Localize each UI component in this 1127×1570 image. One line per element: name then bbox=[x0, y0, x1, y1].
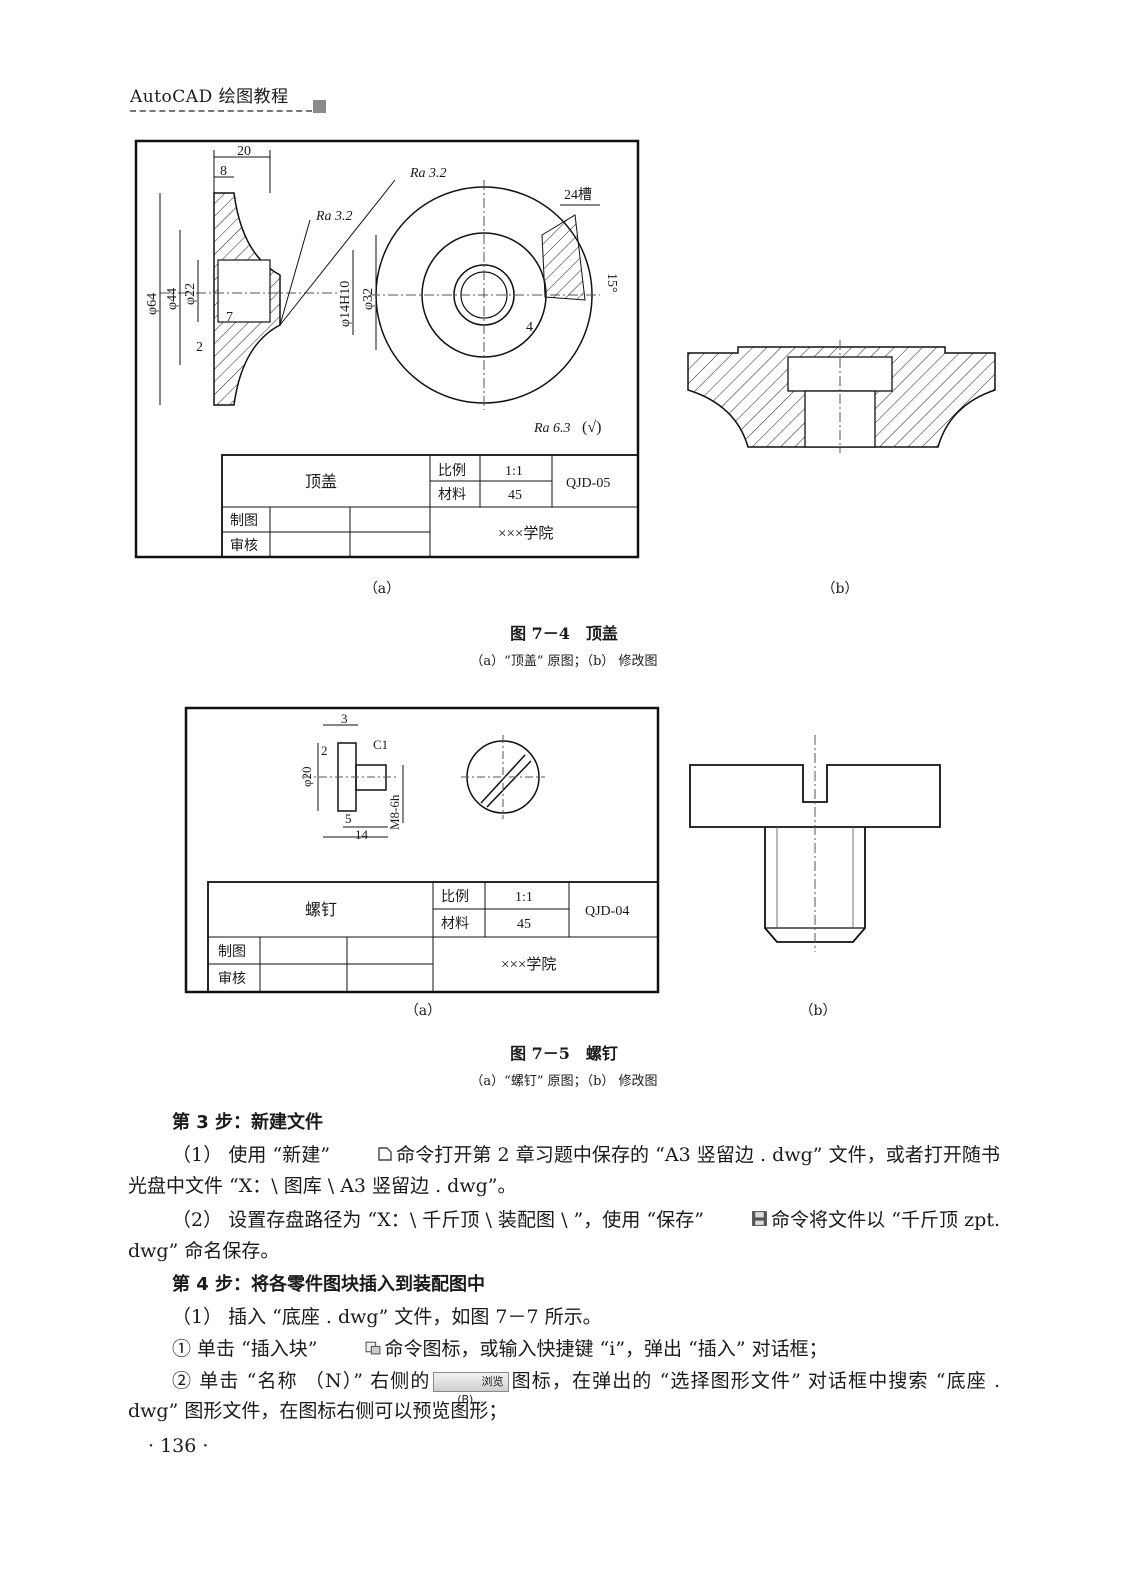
tb-checked: 审核 bbox=[230, 538, 258, 554]
dim-2: 2 bbox=[196, 340, 203, 355]
figure-7-5b-drawing bbox=[689, 735, 941, 952]
paragraph-4: ① 单击 “插入块” 命令图标，或输入快捷键 “i”，弹出 “插入” 对话框； bbox=[128, 1334, 1000, 1365]
fig74-label-b: （b） bbox=[821, 581, 859, 597]
p2-text-a: （2） 设置存盘路径为 “X：\ 千斤顶 \ 装配图 \ ”，使用 “保存” bbox=[172, 1209, 704, 1231]
figure-7-4a-drawing: 20 8 Ra 3.2 Ra 3.2 φ64 φ44 φ22 7 2 φ14H1… bbox=[134, 139, 640, 559]
tb-school: ×××学院 bbox=[498, 524, 553, 542]
dim-d22: φ22 bbox=[183, 283, 198, 305]
fig74-caption: 图 7－4 顶盖 bbox=[510, 624, 618, 643]
tb-material-label-2: 材料 bbox=[441, 916, 469, 932]
chamfer-c1: C1 bbox=[373, 737, 388, 752]
tb-checked-2: 审核 bbox=[218, 971, 246, 987]
tb-code: QJD-05 bbox=[566, 476, 610, 491]
tb-drawn-2: 制图 bbox=[218, 944, 246, 960]
fig75-label-a: （a） bbox=[404, 1003, 442, 1019]
paragraph-3: （1） 插入 “底座 . dwg” 文件，如图 7－7 所示。 bbox=[172, 1306, 602, 1328]
p5-text-a: ② 单击 “名称 （N）” 右侧的 bbox=[172, 1370, 431, 1392]
new-file-icon bbox=[333, 1141, 393, 1171]
tb-scale: 1:1 bbox=[505, 464, 523, 479]
fig75-subcaption: （a）“螺钉” 原图；（b） 修改图 bbox=[470, 1074, 658, 1089]
tb-code-2: QJD-04 bbox=[585, 904, 629, 919]
dim-20: 20 bbox=[237, 144, 251, 159]
ra-32-lower: Ra 3.2 bbox=[315, 209, 353, 224]
dim-d44: φ44 bbox=[165, 288, 180, 310]
step4-heading: 第 4 步：将各零件图块插入到装配图中 bbox=[172, 1274, 486, 1295]
p4-text-a: ① 单击 “插入块” bbox=[172, 1338, 318, 1360]
save-icon bbox=[707, 1206, 768, 1236]
thread-m8: M8-6h bbox=[387, 794, 402, 830]
tb-part-name-2: 螺钉 bbox=[305, 901, 337, 919]
paragraph-5: ② 单击 “名称 （N）” 右侧的浏览(B)...图标，在弹出的 “选择图形文件… bbox=[128, 1366, 1000, 1426]
ra-paren: (√) bbox=[582, 419, 601, 436]
dim-3: 3 bbox=[341, 711, 348, 726]
insert-block-icon bbox=[321, 1335, 382, 1365]
header-marker-square bbox=[313, 100, 326, 113]
ra-32-upper: Ra 3.2 bbox=[409, 166, 447, 181]
dim-8: 8 bbox=[220, 164, 227, 179]
p4-text-b: 命令图标，或输入快捷键 “i”，弹出 “插入” 对话框； bbox=[384, 1338, 828, 1360]
page-number: · 136 · bbox=[148, 1435, 209, 1457]
dim-4: 4 bbox=[526, 320, 533, 335]
running-header: AutoCAD 绘图教程 bbox=[130, 87, 289, 107]
p5-text-b: 图标，在弹出的 “选择图形文件” 对话框中搜索 “底座 . dwg” 图形文件，… bbox=[128, 1370, 1000, 1422]
tb-material: 45 bbox=[508, 488, 522, 503]
figure-7-5a-drawing: 3 2 C1 φ20 5 14 M8-6h 螺钉 比例 1:1 材料 45 QJ… bbox=[184, 706, 660, 994]
tb-scale-2: 1:1 bbox=[515, 890, 533, 905]
figure-7-4b-drawing bbox=[687, 340, 996, 453]
slots-24: 24槽 bbox=[564, 187, 592, 203]
ra-63-general: Ra 6.3 bbox=[533, 421, 571, 436]
dim-5: 5 bbox=[345, 811, 352, 826]
tb-material-label: 材料 bbox=[438, 487, 466, 503]
tb-material-2: 45 bbox=[517, 917, 531, 932]
fig75-label-b: （b） bbox=[799, 1003, 837, 1019]
p1-text-b: 命令打开第 2 章习题中保存的 “A3 竖留边 . dwg” 文件，或者打开随书… bbox=[128, 1144, 1000, 1197]
tb-part-name: 顶盖 bbox=[305, 473, 337, 491]
dim-d64: φ64 bbox=[145, 293, 160, 315]
angle-15: 15° bbox=[604, 273, 619, 293]
tb-scale-label-2: 比例 bbox=[441, 889, 469, 905]
dim-d14h10: φ14H10 bbox=[338, 281, 353, 327]
browse-button: 浏览(B)... bbox=[432, 1372, 509, 1406]
p1-text-a: （1） 使用 “新建” bbox=[172, 1144, 331, 1166]
paragraph-1: （1） 使用 “新建”命令打开第 2 章习题中保存的 “A3 竖留边 . dwg… bbox=[128, 1140, 1000, 1201]
paragraph-2: （2） 设置存盘路径为 “X：\ 千斤顶 \ 装配图 \ ”，使用 “保存”命令… bbox=[128, 1205, 1000, 1266]
step3-heading: 第 3 步：新建文件 bbox=[172, 1112, 324, 1133]
p2-text-b: 命令将文件以 “千斤顶 zpt. dwg” 命名保存。 bbox=[128, 1209, 1000, 1262]
fig74-subcaption: （a）“顶盖” 原图；（b） 修改图 bbox=[470, 654, 658, 669]
dim-7: 7 bbox=[226, 310, 233, 325]
tb-school-2: ×××学院 bbox=[501, 955, 556, 973]
fig75-caption: 图 7－5 螺钉 bbox=[510, 1044, 618, 1063]
tb-scale-label: 比例 bbox=[438, 463, 466, 479]
header-dashed-rule bbox=[130, 110, 312, 112]
dim-2b: 2 bbox=[321, 743, 328, 758]
dim-14: 14 bbox=[355, 827, 369, 842]
dim-d32: φ32 bbox=[361, 288, 376, 310]
dim-d20: φ20 bbox=[299, 766, 314, 787]
tb-drawn: 制图 bbox=[230, 513, 258, 529]
fig74-label-a: （a） bbox=[363, 581, 401, 597]
